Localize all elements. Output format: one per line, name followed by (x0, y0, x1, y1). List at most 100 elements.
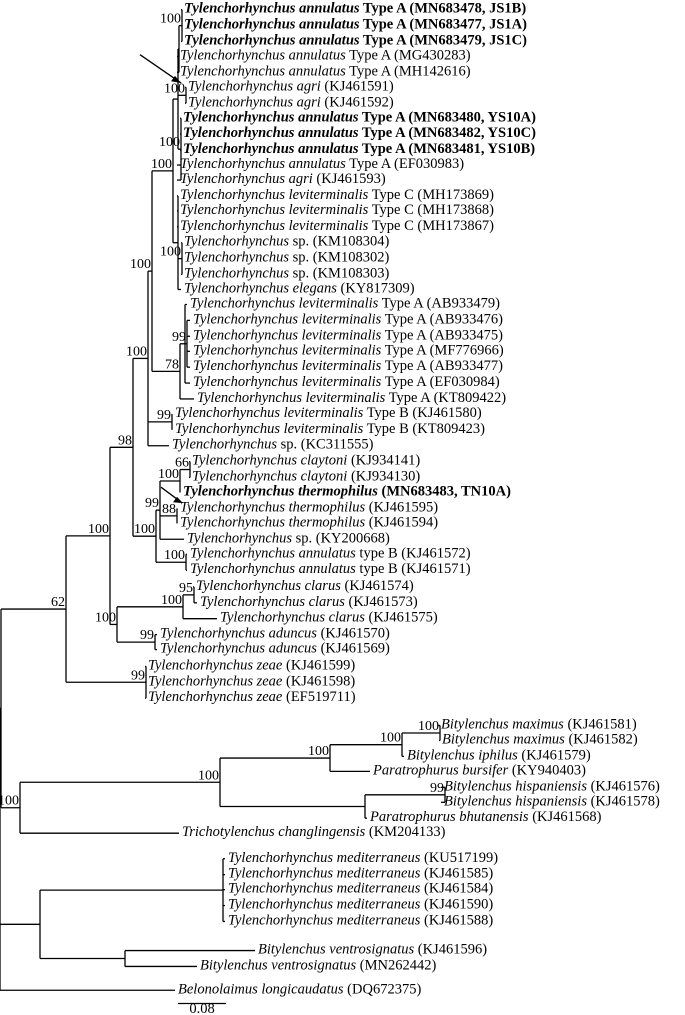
taxon-label: Tylenchorhynchus sp. (KC311555) (172, 437, 374, 453)
node-arrows (139, 54, 183, 504)
taxon-label: Tylenchorhynchus aduncus (KJ461570) (160, 626, 390, 642)
taxon-label: Bitylenchus ventrosignatus (MN262442) (200, 958, 436, 974)
bootstrap-value: 100 (164, 81, 185, 96)
taxon-label: Tylenchorhynchus aduncus (KJ461569) (160, 641, 390, 657)
taxon-label: Tylenchorhynchus sp. (KM108304) (184, 234, 389, 250)
taxon-label: Tylenchorhynchus zeae (KJ461598) (148, 674, 355, 690)
taxon-label: Tylenchorhynchus mediterraneus (KJ461584… (228, 881, 493, 897)
tree-node-13: 100 (126, 270, 172, 447)
tree-node-28: 100 (418, 719, 441, 742)
tree-node-16: 88 (162, 502, 178, 524)
taxon-label: Bitylenchus ventrosignatus (KJ461596) (258, 942, 487, 958)
tree-node-2: 100 (164, 81, 187, 104)
taxon-label: Tylenchorhynchus annulatus Type A (MN683… (183, 125, 536, 141)
bootstrap-value: 66 (175, 456, 189, 471)
tree-node-39 (0, 707, 175, 991)
bootstrap-value: 100 (159, 135, 180, 150)
taxon-label: Tylenchorhynchus annulatus Type A (MN683… (184, 1, 526, 17)
bootstrap-value: 100 (130, 257, 151, 272)
taxon-label: Bitylenchus hispaniensis (KJ461578) (444, 794, 660, 810)
taxon-label: Tylenchorhynchus thermophilus (KJ461595) (180, 500, 438, 516)
taxon-label: Tylenchorhynchus leviterminalis Type C (… (180, 187, 494, 203)
taxon-label: Tylenchorhynchus annulatus Type A (MN683… (183, 110, 536, 126)
taxon-label: Tylenchorhynchus annulatus Type A (MN683… (183, 141, 535, 157)
tree-node-29: 100 (380, 731, 440, 758)
bootstrap-value: 88 (162, 502, 176, 517)
taxon-label: Tylenchorhynchus clarus (KJ461573) (200, 594, 418, 610)
taxon-label: Tylenchorhynchus leviterminalis Type A (… (193, 374, 500, 390)
tree-node-31: 99 (430, 781, 446, 803)
taxon-label: Tylenchorhynchus annulatus type B (KJ461… (190, 546, 471, 562)
taxon-label: Tylenchorhynchus leviterminalis Type C (… (180, 218, 494, 234)
taxon-label: Tylenchorhynchus clarus (KJ461575) (220, 610, 438, 626)
bootstrap-value: 100 (88, 522, 109, 537)
taxon-label: Bitylenchus maximus (KJ461582) (442, 732, 638, 748)
bootstrap-value: 99 (140, 628, 154, 643)
bootstrap-value: 100 (151, 157, 172, 172)
scale-bar-label: 0.08 (189, 1001, 214, 1015)
taxon-label: Bitylenchus hispaniensis (KJ461576) (444, 779, 660, 795)
bootstrap-value: 100 (380, 731, 401, 746)
taxon-label: Bitylenchus maximus (KJ461581) (441, 717, 637, 733)
bootstrap-value: 100 (164, 548, 185, 563)
bootstrap-value: 100 (160, 245, 181, 260)
taxon-label: Trichotylenchus changlingensis (KM204133… (182, 825, 446, 841)
taxon-label: Tylenchorhynchus mediterraneus (KJ461590… (228, 897, 493, 913)
taxon-label: Tylenchorhynchus sp. (KM108302) (184, 250, 389, 266)
taxon-label: Tylenchorhynchus annulatus Type A (MG430… (180, 48, 471, 64)
bootstrap-value: 100 (418, 719, 439, 734)
taxon-label: Tylenchorhynchus sp. (KY200668) (187, 531, 390, 547)
tree-node-35: 93 (0, 608, 66, 809)
bootstrap-value: 100 (158, 467, 179, 482)
taxon-label: Tylenchorhynchus thermophilus (MN683483,… (183, 484, 511, 500)
bootstrap-value: 99 (430, 781, 444, 796)
taxon-label: Tylenchorhynchus sp. (KM108303) (184, 266, 389, 282)
taxon-label: Tylenchorhynchus mediterraneus (KJ461588… (228, 913, 493, 929)
bootstrap-value: 100 (198, 768, 219, 783)
taxon-label: Tylenchorhynchus leviterminalis Type A (… (193, 328, 503, 344)
taxon-label: Tylenchorhynchus zeae (KJ461599) (148, 658, 355, 674)
bootstrap-value: 100 (161, 593, 182, 608)
tree-node-22: 100 (161, 593, 217, 620)
taxon-label: Paratrophurus bhutanensis (KJ461568) (369, 810, 602, 826)
tree-node-18: 100 (164, 548, 187, 571)
taxon-label: Bitylenchus iphilus (KJ461579) (407, 748, 591, 764)
taxon-label: Tylenchorhynchus agri (KJ461592) (188, 95, 394, 111)
taxon-label: Tylenchorhynchus claytoni (KJ934130) (192, 469, 420, 485)
bootstrap-value: 99 (131, 668, 145, 683)
taxon-label: Tylenchorhynchus annulatus Type A (MH142… (180, 64, 471, 80)
bootstrap-value: 98 (118, 433, 132, 448)
bootstrap-value: 99 (145, 496, 159, 511)
taxon-label: Tylenchorhynchus leviterminalis Type B (… (175, 405, 482, 421)
tree-node-23: 99 (140, 628, 157, 651)
taxon-label: Tylenchorhynchus annulatus type B (KJ461… (190, 561, 471, 577)
bootstrap-value: 100 (308, 744, 329, 759)
taxon-label: Tylenchorhynchus annulatus Type A (MN683… (184, 33, 527, 49)
bootstrap-value: 99 (172, 330, 186, 345)
scale-bar: 0.08 (178, 1001, 226, 1015)
taxon-label: Tylenchorhynchus mediterraneus (KJ461585… (228, 866, 493, 882)
bootstrap-value: 100 (0, 794, 19, 809)
taxon-label: Tylenchorhynchus thermophilus (KJ461594) (180, 515, 438, 531)
taxon-label: Tylenchorhynchus leviterminalis Type A (… (197, 390, 506, 406)
bootstrap-value: 100 (95, 610, 116, 625)
taxon-label: Tylenchorhynchus clarus (KJ461574) (196, 578, 414, 594)
taxon-label: Tylenchorhynchus mediterraneus (KU517199… (228, 850, 498, 866)
tree-node-12: 99 (157, 408, 173, 430)
taxon-label: Tylenchorhynchus annulatus Type A (MN683… (184, 17, 527, 33)
taxon-label: Tylenchorhynchus leviterminalis Type A (… (193, 312, 503, 328)
bootstrap-value: 99 (157, 408, 171, 423)
bootstrap-value: 78 (165, 357, 179, 372)
taxon-label: Tylenchorhynchus agri (KJ461591) (188, 79, 394, 95)
taxon-label: Tylenchorhynchus annulatus Type A (EF030… (180, 156, 464, 172)
taxon-label: Tylenchorhynchus leviterminalis Type B (… (175, 421, 485, 437)
tree-node-36 (222, 858, 225, 923)
taxon-label: Tylenchorhynchus leviterminalis Type A (… (190, 296, 500, 312)
taxon-label: Tylenchorhynchus agri (KJ461593) (180, 171, 386, 187)
taxon-label: Tylenchorhynchus elegans (KY817309) (184, 281, 415, 297)
bootstrap-value: 100 (134, 522, 155, 537)
taxon-label: Belonolaimus longicaudatus (DQ672375) (178, 982, 421, 998)
bootstrap-value: 62 (51, 595, 65, 610)
taxon-label: Tylenchorhynchus leviterminalis Type A (… (193, 358, 503, 374)
